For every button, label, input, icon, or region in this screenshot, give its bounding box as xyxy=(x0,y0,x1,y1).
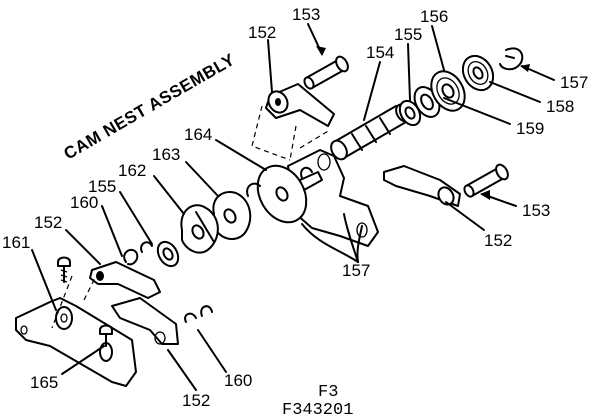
ratchet-wheel-156 xyxy=(430,70,466,112)
bolt-153-top xyxy=(303,55,349,90)
callout-157-center: 157 xyxy=(342,261,370,280)
lever-152-right xyxy=(383,165,461,207)
callout-155-top: 155 xyxy=(394,25,422,44)
figure-code: F343201 xyxy=(282,401,353,420)
callout-152-right: 152 xyxy=(484,231,512,250)
callout-152-left: 152 xyxy=(34,213,62,232)
callout-152-bottom: 152 xyxy=(182,391,210,410)
callout-159: 159 xyxy=(516,119,544,138)
callout-163: 163 xyxy=(152,145,180,164)
callout-157-top: 157 xyxy=(560,73,588,92)
e-clip-157-top xyxy=(499,47,524,71)
lever-152-top xyxy=(265,83,335,127)
callout-158: 158 xyxy=(546,97,574,116)
callout-155-left: 155 xyxy=(88,177,116,196)
callout-161: 161 xyxy=(2,233,30,252)
figure-label: F3 xyxy=(318,383,338,402)
callout-164: 164 xyxy=(184,125,212,144)
callout-153-right: 153 xyxy=(522,201,550,220)
e-clip-157-center xyxy=(246,166,313,197)
alignment-lines xyxy=(51,105,331,329)
bolt-153-right xyxy=(463,163,509,198)
callout-153-top: 153 xyxy=(292,5,320,24)
screw-161 xyxy=(57,256,71,283)
e-clip-160-lower xyxy=(184,305,213,323)
callout-156: 156 xyxy=(420,7,448,26)
screw-165 xyxy=(99,324,113,347)
cam-disc-164 xyxy=(256,164,323,224)
lever-152-left-upper xyxy=(89,261,161,299)
callout-152-top: 152 xyxy=(248,23,276,42)
callout-154: 154 xyxy=(366,43,394,62)
callout-labels: 153 152 154 155 156 157 158 159 164 163 … xyxy=(2,5,588,410)
callout-162: 162 xyxy=(118,161,146,180)
cam-bracket-plate xyxy=(287,149,379,247)
diagram-title: CAM NEST ASSEMBLY xyxy=(61,50,239,164)
arrowheads xyxy=(316,46,530,200)
e-clip-160-upper xyxy=(123,241,153,266)
cam-163 xyxy=(212,191,252,241)
callout-160-upper: 160 xyxy=(70,193,98,212)
callout-160-lower: 160 xyxy=(224,371,252,390)
spacer-ring-155 xyxy=(398,99,422,127)
base-bracket xyxy=(15,297,137,387)
lever-152-left-lower xyxy=(111,297,179,345)
callout-165: 165 xyxy=(30,373,58,392)
cam-162 xyxy=(180,204,219,254)
spacer-ring-155-left xyxy=(156,240,180,268)
nut-158 xyxy=(461,54,495,92)
leader-lines xyxy=(31,23,555,391)
